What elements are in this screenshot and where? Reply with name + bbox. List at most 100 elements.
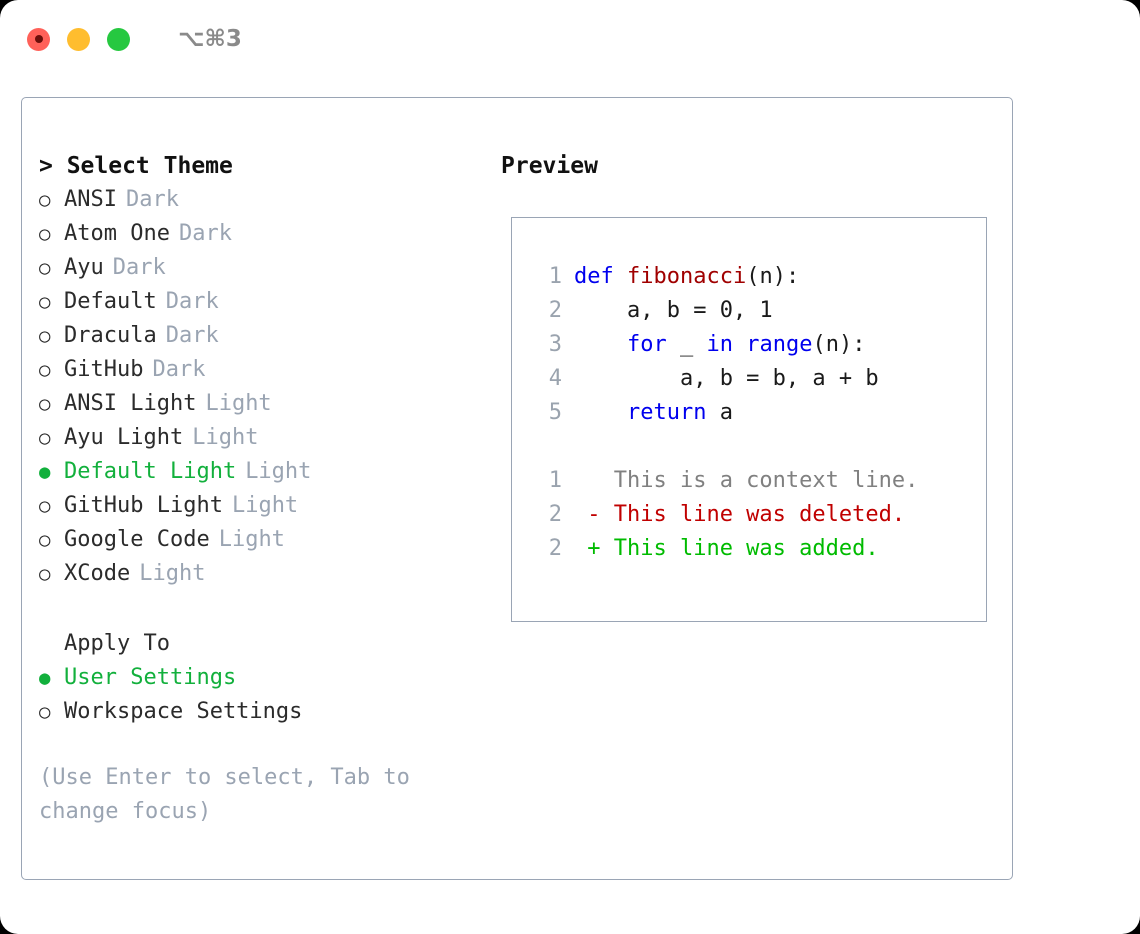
line-number: 2 — [548, 298, 562, 323]
token-pl — [733, 332, 746, 357]
theme-option-label: ANSI — [64, 187, 117, 212]
preview-title: Preview — [501, 153, 598, 179]
theme-option-label: GitHub — [64, 357, 144, 382]
line-number: 1 — [548, 264, 562, 289]
theme-option-label: Atom One — [64, 221, 170, 246]
token-kw: range — [746, 332, 813, 357]
theme-option-tag: Dark — [178, 221, 232, 246]
apply-to-title: Apply To — [64, 631, 170, 656]
token-kw: def — [574, 264, 627, 289]
theme-option-label: Ayu Light — [64, 425, 184, 450]
token-fn: fibonacci — [626, 264, 747, 289]
theme-option-tag: Light — [139, 561, 206, 586]
line-number: 2 — [548, 536, 562, 561]
radio-unselected-icon: ○ — [39, 189, 51, 211]
theme-option-tag: Dark — [125, 187, 179, 212]
token-kw: return — [626, 400, 707, 425]
theme-option-ansi[interactable]: ○ ANSI Dark — [39, 183, 487, 217]
diff-sample: 1 This is a context line.2 - This line w… — [512, 464, 986, 566]
apply-to-list: ●User Settings ○ Workspace Settings — [39, 661, 487, 729]
token-pl: (n): — [812, 332, 866, 357]
token-pl: a — [706, 400, 733, 425]
theme-option-tag: Light — [231, 493, 299, 518]
code-line: 2 a, b = 0, 1 — [512, 294, 986, 328]
radio-unselected-icon: ○ — [39, 223, 51, 245]
radio-unselected-icon: ○ — [39, 257, 51, 279]
line-number: 1 — [548, 468, 562, 493]
code-text: a, b = b, a + b — [574, 362, 879, 396]
radio-unselected-icon: ○ — [39, 563, 51, 585]
radio-unselected-icon: ○ — [39, 529, 51, 551]
theme-option-atom-one[interactable]: ○ Atom One Dark — [39, 217, 487, 251]
code-text: a, b = 0, 1 — [574, 294, 773, 328]
token-pl: a, b = 0, 1 — [574, 298, 773, 323]
radio-selected-icon: ● — [39, 667, 51, 689]
close-button[interactable] — [27, 27, 50, 51]
theme-option-xcode[interactable]: ○ XCode Light — [39, 557, 487, 591]
theme-option-label: GitHub Light — [64, 493, 223, 518]
code-text: This is a context line. — [574, 464, 919, 498]
code-text: return a — [574, 396, 733, 430]
apply-to-option-label: Workspace Settings — [64, 699, 303, 724]
page-title: > Select Theme — [39, 153, 233, 179]
radio-unselected-icon: ○ — [39, 325, 51, 347]
theme-option-label: XCode — [64, 561, 131, 586]
line-number: 5 — [548, 400, 562, 425]
line-number: 4 — [548, 366, 562, 391]
apply-to-option-workspace-settings[interactable]: ○ Workspace Settings — [39, 695, 487, 729]
theme-option-label: Dracula — [64, 323, 157, 348]
line-number: 2 — [548, 502, 562, 527]
theme-option-tag: Light — [245, 459, 312, 484]
code-text: def fibonacci(n): — [574, 260, 799, 294]
minimize-button[interactable] — [67, 27, 90, 51]
theme-option-label: Default Light — [64, 459, 237, 484]
code-line: 5 return a — [512, 396, 986, 430]
apply-to-option-user-settings[interactable]: ●User Settings — [39, 661, 487, 695]
theme-option-default-light[interactable]: ● Default Light Light — [39, 455, 487, 489]
theme-option-tag: Dark — [165, 323, 219, 348]
token-kw: for — [626, 332, 667, 357]
code-text: for _ in range(n): — [574, 328, 865, 362]
token-pl — [574, 332, 627, 357]
keyboard-hint: (Use Enter to select, Tab to change focu… — [39, 765, 424, 824]
token-del: - This line was deleted. — [574, 502, 906, 527]
radio-unselected-icon: ○ — [39, 291, 51, 313]
theme-option-tag: Light — [192, 425, 259, 450]
theme-option-tag: Dark — [152, 357, 206, 382]
theme-option-github-light[interactable]: ○ GitHub Light Light — [39, 489, 487, 523]
radio-unselected-icon: ○ — [39, 701, 51, 723]
code-text: - This line was deleted. — [574, 498, 905, 532]
token-pl: (n): — [746, 264, 800, 289]
title-bar: ⌥⌘3 — [0, 0, 1140, 78]
code-text: + This line was added. — [574, 532, 878, 566]
radio-unselected-icon: ○ — [39, 495, 51, 517]
code-line: 4 a, b = b, a + b — [512, 362, 986, 396]
theme-option-dracula[interactable]: ○ Dracula Dark — [39, 319, 487, 353]
diff-line: 1 This is a context line. — [512, 464, 986, 498]
keyboard-shortcut-label: ⌥⌘3 — [178, 26, 242, 52]
token-kw: in — [706, 332, 733, 357]
traffic-lights — [27, 27, 130, 51]
token-pl: a, b = b, a + b — [574, 366, 879, 391]
code-line: 1 def fibonacci(n): — [512, 260, 986, 294]
token-ctx: This is a context line. — [574, 468, 919, 493]
radio-selected-icon: ● — [39, 461, 51, 483]
radio-unselected-icon: ○ — [39, 393, 51, 415]
diff-line: 2 - This line was deleted. — [512, 498, 986, 532]
maximize-button[interactable] — [107, 27, 130, 51]
theme-option-tag: Dark — [165, 289, 219, 314]
theme-option-github[interactable]: ○ GitHub Dark — [39, 353, 487, 387]
radio-unselected-icon: ○ — [39, 359, 51, 381]
theme-option-label: Google Code — [64, 527, 210, 552]
